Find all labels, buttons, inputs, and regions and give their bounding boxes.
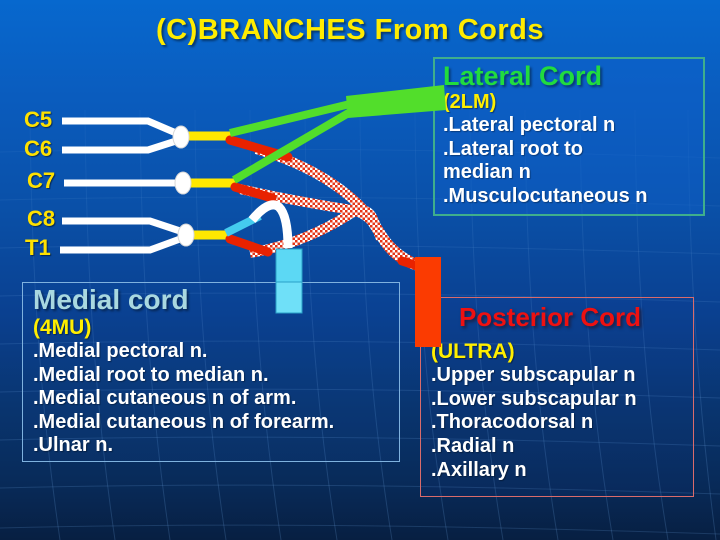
- list-item: .Axillary n: [431, 458, 527, 481]
- page-title: (C)BRANCHES From Cords: [156, 14, 544, 46]
- posterior-cord-title: Posterior Cord: [459, 302, 642, 332]
- root-label-c5: C5: [24, 107, 53, 132]
- list-item: .Lower subscapular n: [431, 387, 637, 410]
- medial-cord-list: .Medial pectoral n. .Medial root to medi…: [33, 340, 395, 457]
- list-item: .Medial cutaneous n of arm.: [33, 387, 297, 410]
- posterior-cord-list: .Upper subscapular n .Lower subscapular …: [431, 364, 689, 482]
- lateral-cord-title: Lateral Cord: [443, 61, 603, 91]
- list-item: .Medial root to median n.: [33, 363, 269, 386]
- list-item: .Thoracodorsal n: [431, 411, 594, 434]
- lateral-cord-code: (2LM): [443, 91, 497, 114]
- medial-cord-code: (4MU): [33, 316, 92, 340]
- list-item: .Upper subscapular n: [431, 364, 636, 387]
- root-label-t1: T1: [25, 235, 51, 260]
- posterior-cord-box: Posterior Cord (ULTRA) .Upper subscapula…: [420, 297, 694, 497]
- medial-cord-title: Medial cord: [33, 284, 189, 315]
- list-item: .Lateral pectoral n: [443, 114, 616, 137]
- lateral-cord-list: .Lateral pectoral n .Lateral root to med…: [443, 114, 697, 208]
- list-item: .Musculocutaneous n: [443, 184, 648, 207]
- medial-cord-box: Medial cord (4MU) .Medial pectoral n. .M…: [22, 282, 400, 462]
- list-item: .Radial n: [431, 435, 515, 458]
- list-item: .Lateral root to median n: [443, 137, 584, 184]
- list-item: .Medial pectoral n.: [33, 340, 208, 363]
- posterior-cord-code: (ULTRA): [431, 340, 515, 364]
- list-item: .Ulnar n.: [33, 433, 114, 456]
- root-label-c7: C7: [27, 168, 56, 193]
- lateral-cord-box: Lateral Cord (2LM) .Lateral pectoral n .…: [433, 57, 705, 216]
- list-item: .Medial cutaneous n of forearm.: [33, 410, 335, 433]
- root-label-c8: C8: [27, 206, 56, 231]
- root-label-c6: C6: [24, 136, 53, 161]
